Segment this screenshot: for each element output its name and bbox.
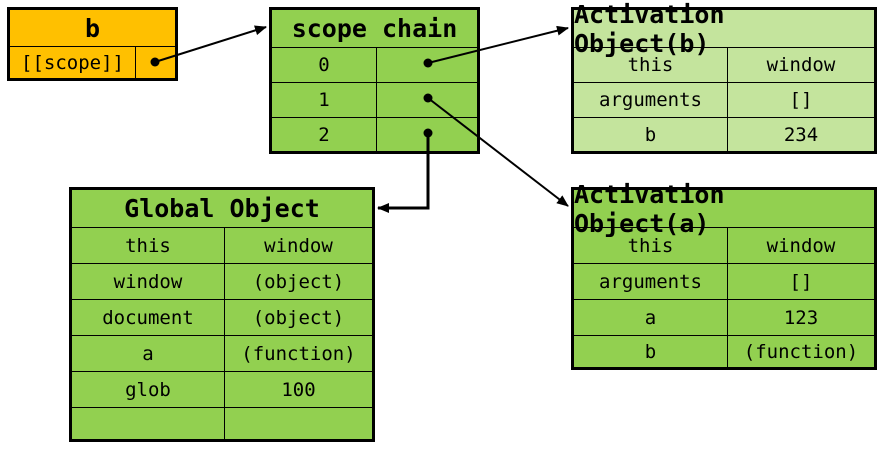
- global-value: (object): [224, 264, 372, 299]
- ao-a-key: this: [627, 234, 674, 257]
- global-key: a: [142, 342, 154, 365]
- ao-b-key: b: [644, 123, 657, 146]
- ao-b-value: 234: [727, 118, 874, 151]
- scope-chain-index-2: 2: [318, 123, 330, 146]
- ao-b-value: []: [727, 83, 874, 117]
- global-value: (object): [224, 300, 372, 335]
- activation-object-a-title: Activation Object(a): [574, 179, 725, 238]
- scope-property-label: [[scope]]: [21, 51, 124, 74]
- scope-chain-index-1: 1: [318, 89, 330, 111]
- global-key: document: [102, 306, 194, 329]
- activation-object-b-title: Activation Object(b): [574, 0, 725, 58]
- ao-a-key: a: [644, 306, 657, 329]
- scope-chain-title: scope chain: [291, 14, 458, 43]
- ao-a-value: []: [727, 264, 874, 299]
- ao-a-value: (function): [727, 336, 874, 367]
- global-key: [72, 408, 224, 439]
- function-b-box: b [[scope]]: [7, 7, 178, 81]
- global-value: window: [224, 228, 372, 263]
- ao-a-value: window: [727, 228, 874, 263]
- scope-chain-pointer-2: [376, 118, 477, 151]
- scope-chain-pointer-1: [376, 83, 477, 117]
- global-object-box: Global Object this window window (object…: [69, 187, 375, 442]
- scope-chain-box: scope chain 0 1 2: [269, 7, 480, 154]
- function-b-title: b: [84, 13, 101, 43]
- scope-chain-pointer-0: [376, 48, 477, 82]
- activation-object-b-box: Activation Object(b) this window argumen…: [571, 0, 877, 154]
- ao-a-key: b: [644, 340, 657, 363]
- scope-pointer-cell: [135, 47, 175, 78]
- ao-b-key: arguments: [599, 89, 702, 111]
- scope-chain-index-0: 0: [318, 54, 330, 76]
- global-value: (function): [224, 336, 372, 371]
- global-value: 100: [224, 372, 372, 407]
- ao-a-value: 123: [727, 300, 874, 335]
- global-key: glob: [125, 378, 171, 401]
- ao-b-value: window: [727, 48, 874, 82]
- global-key: window: [113, 270, 183, 293]
- global-value: [224, 408, 372, 439]
- global-key: this: [125, 234, 171, 257]
- ao-a-key: arguments: [599, 270, 702, 293]
- activation-object-a-box: Activation Object(a) this window argumen…: [571, 179, 877, 370]
- ao-b-key: this: [627, 54, 674, 76]
- global-object-title: Global Object: [124, 194, 320, 223]
